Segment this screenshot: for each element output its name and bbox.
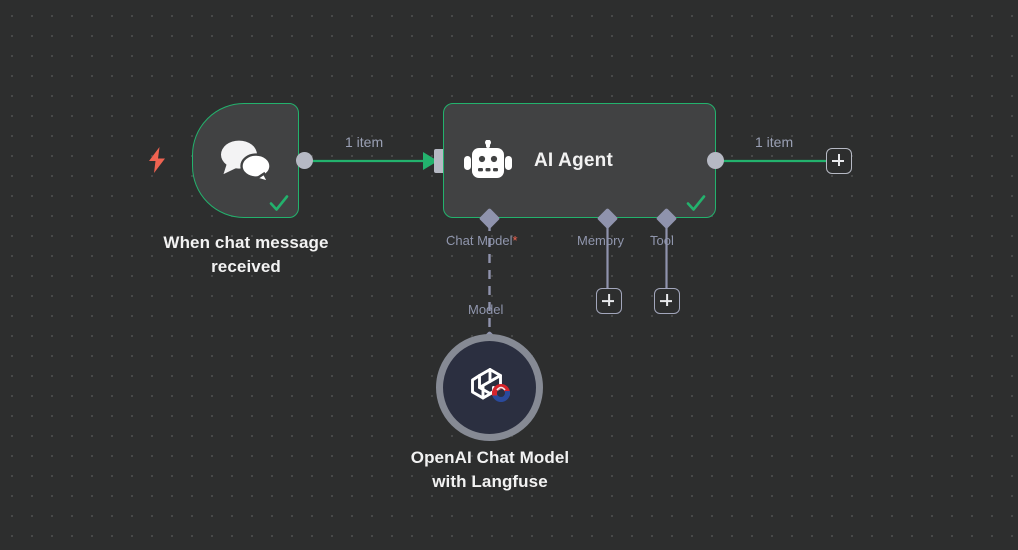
node-openai-chat-model[interactable] bbox=[436, 334, 543, 441]
required-asterisk: * bbox=[512, 233, 518, 248]
trigger-output-port[interactable] bbox=[296, 152, 313, 169]
agent-input-port[interactable] bbox=[434, 149, 445, 173]
add-node-button[interactable] bbox=[826, 148, 852, 174]
agent-status-check-icon bbox=[685, 192, 707, 214]
agent-node-title: AI Agent bbox=[534, 149, 614, 171]
add-tool-button[interactable] bbox=[654, 288, 680, 314]
lightning-bolt-icon bbox=[147, 147, 167, 173]
agent-output-port[interactable] bbox=[707, 152, 724, 169]
magnet-glyph bbox=[491, 383, 510, 402]
agent-port-label-chat-model: Chat Model* bbox=[446, 233, 518, 248]
openai-node-label: OpenAI Chat Model with Langfuse bbox=[410, 448, 570, 492]
connection-item-count-output: 1 item bbox=[755, 134, 794, 150]
add-memory-button[interactable] bbox=[596, 288, 622, 314]
chat-model-text: Chat Model bbox=[446, 233, 513, 248]
openai-connector-label: Model bbox=[468, 302, 504, 317]
trigger-node-label: When chat message received bbox=[163, 233, 329, 277]
robot-icon bbox=[464, 139, 512, 182]
chat-bubbles-icon bbox=[217, 137, 275, 184]
node-ai-agent[interactable]: AI Agent bbox=[443, 103, 716, 218]
agent-port-label-tool: Tool bbox=[650, 233, 674, 248]
connection-item-count-main: 1 item bbox=[345, 134, 384, 150]
node-when-chat-message-received[interactable] bbox=[192, 103, 299, 218]
trigger-status-check-icon bbox=[268, 192, 290, 214]
agent-port-label-memory: Memory bbox=[577, 233, 624, 248]
openai-langfuse-icon bbox=[464, 362, 516, 414]
